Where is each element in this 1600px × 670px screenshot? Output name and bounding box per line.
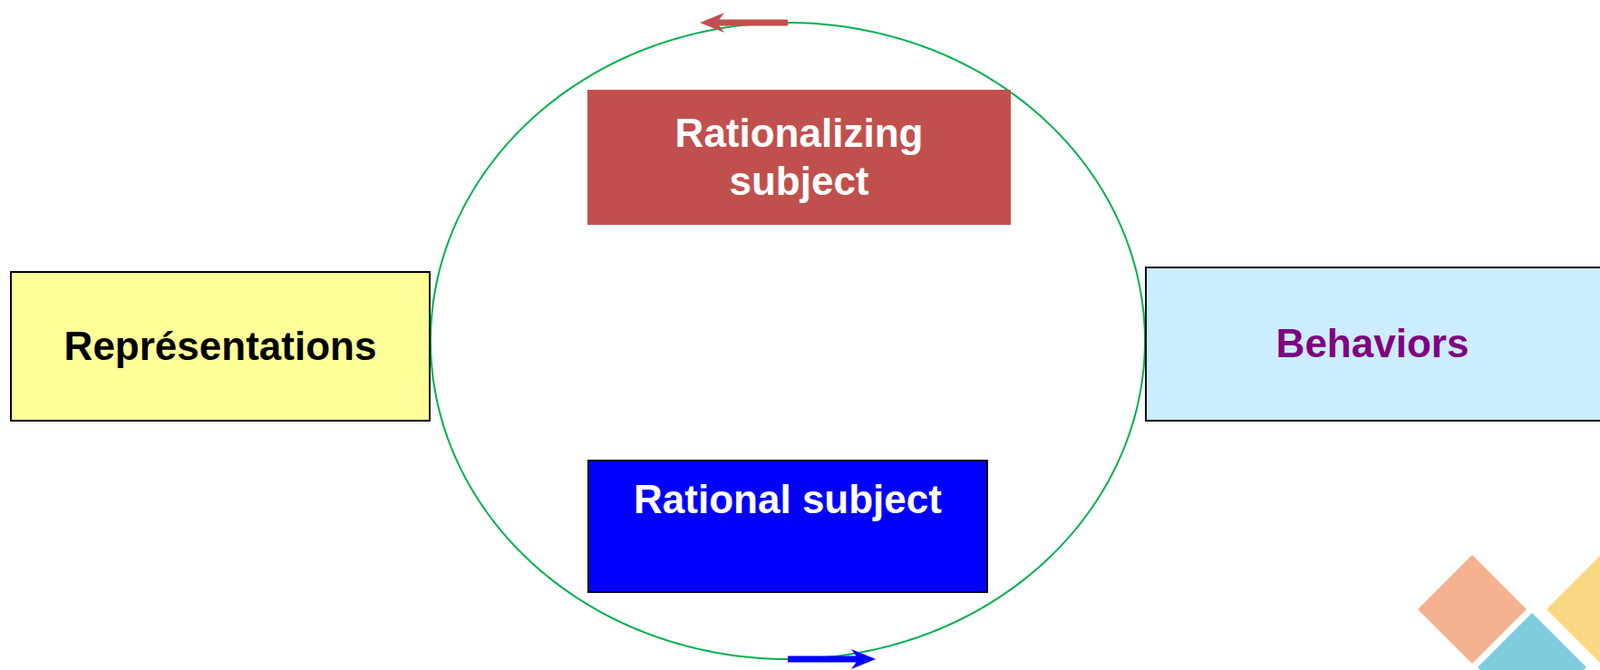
box-label: Représentations <box>64 322 378 371</box>
arc-line <box>430 340 1145 660</box>
process-box: Behaviors <box>1144 266 1600 422</box>
box-label: Behaviors <box>1276 320 1470 369</box>
arrow-head <box>851 649 876 670</box>
process-box: Rationalizing subject <box>587 89 1011 225</box>
process-box: Rational subject <box>587 459 989 593</box>
decor-diamond <box>1477 612 1587 670</box>
cycle-arc <box>430 340 1145 670</box>
arrow-head <box>699 12 725 33</box>
arrow-shaft <box>787 656 859 663</box>
cycle-arc <box>430 12 1145 341</box>
arc-line <box>430 22 1145 341</box>
box-label: Rationalizing subject <box>654 109 945 206</box>
arrow-shaft <box>717 19 788 27</box>
box-label: Rational subject <box>633 475 942 524</box>
process-box: Représentations <box>9 271 431 422</box>
